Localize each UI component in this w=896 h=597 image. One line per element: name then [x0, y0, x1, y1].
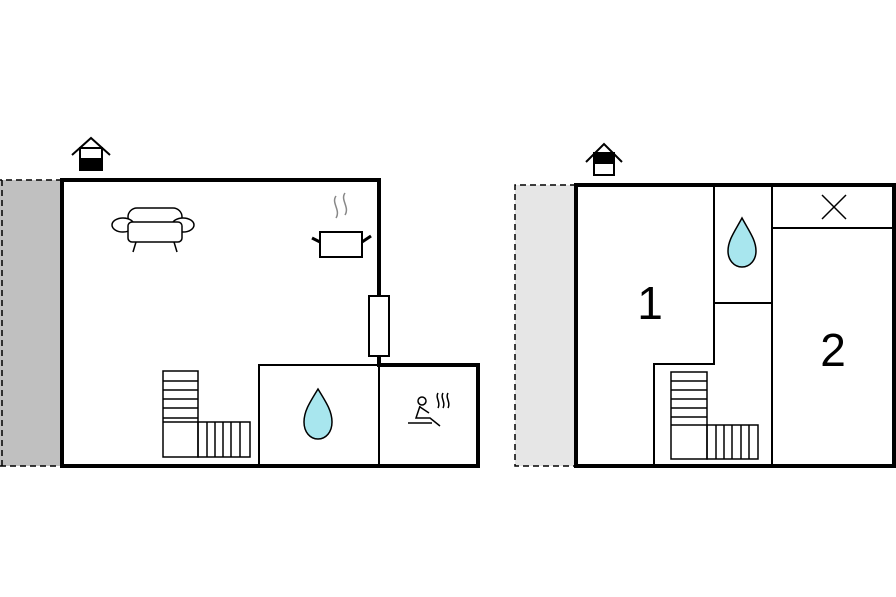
stairs-icon — [162, 370, 251, 458]
ground-floor-plan — [0, 136, 480, 468]
upper-floor-walls — [574, 183, 896, 468]
room-label-1: 1 — [637, 277, 663, 329]
sofa-icon — [111, 207, 195, 253]
water-drop-icon — [727, 216, 757, 268]
terrace-left-outline — [0, 179, 62, 467]
interior-walls — [653, 185, 894, 466]
water-drop-icon — [303, 387, 333, 440]
house-entrance-icon — [585, 142, 623, 176]
sauna-icon — [408, 392, 450, 427]
bathroom-walls — [258, 364, 380, 466]
house-entrance-icon — [71, 136, 111, 171]
upper-floor-plan: 1 2 — [514, 142, 896, 468]
room-label-2: 2 — [820, 324, 846, 376]
stairs-icon — [670, 371, 759, 460]
terrace-right — [515, 185, 576, 466]
ground-floor-walls — [60, 178, 480, 468]
fireplace-icon — [368, 295, 390, 357]
terrace-left — [0, 180, 62, 466]
terrace-right-outline — [514, 184, 576, 467]
cross-icon — [821, 194, 847, 220]
cooking-pot-icon — [311, 192, 372, 258]
